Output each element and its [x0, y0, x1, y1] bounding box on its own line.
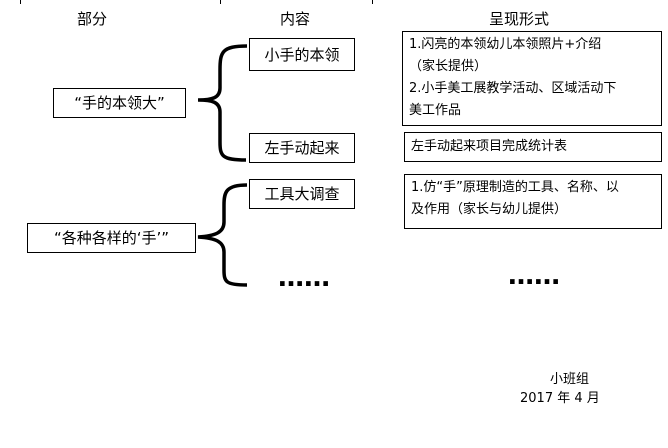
format-box-hand-skills: 1.闪亮的本领幼儿本领照片+介绍 （家长提供） 2.小手美工展教学活动、区域活动…	[402, 31, 662, 126]
format-ellipsis: ……	[508, 261, 560, 291]
brace-group-1	[197, 44, 248, 162]
format-line: 2.小手美工展教学活动、区域活动下	[409, 81, 617, 96]
part-box-various-hands: “各种各样的‘手’”	[27, 223, 196, 253]
brace-group-2	[197, 183, 248, 287]
format-line: 1.闪亮的本领幼儿本领照片+介绍	[409, 37, 602, 52]
format-line: 及作用（家长与幼儿提供）	[411, 202, 568, 217]
border-tick	[220, 0, 221, 4]
format-line: 美工作品	[409, 103, 462, 118]
content-box-tool-survey: 工具大调查	[249, 179, 355, 209]
header-format: 呈现形式	[489, 10, 550, 28]
header-part: 部分	[77, 10, 108, 28]
format-box-tool-survey: 1.仿“手”原理制造的工具、名称、以 及作用（家长与幼儿提供）	[404, 174, 662, 229]
content-box-left-hand: 左手动起来	[249, 133, 355, 163]
format-line: （家长提供）	[409, 59, 488, 74]
content-box-hand-skills: 小手的本领	[249, 38, 355, 71]
footer-group: 小班组	[550, 372, 590, 387]
part-box-hands-ability: “手的本领大”	[53, 88, 186, 118]
footer-date: 2017 年 4 月	[520, 391, 600, 406]
format-line: 左手动起来项目完成统计表	[411, 139, 568, 154]
border-tick	[372, 0, 373, 4]
format-box-left-hand: 左手动起来项目完成统计表	[404, 132, 662, 162]
header-content: 内容	[280, 10, 311, 28]
border-tick	[20, 0, 21, 4]
content-ellipsis: ……	[278, 263, 330, 293]
format-line: 1.仿“手”原理制造的工具、名称、以	[411, 180, 619, 195]
